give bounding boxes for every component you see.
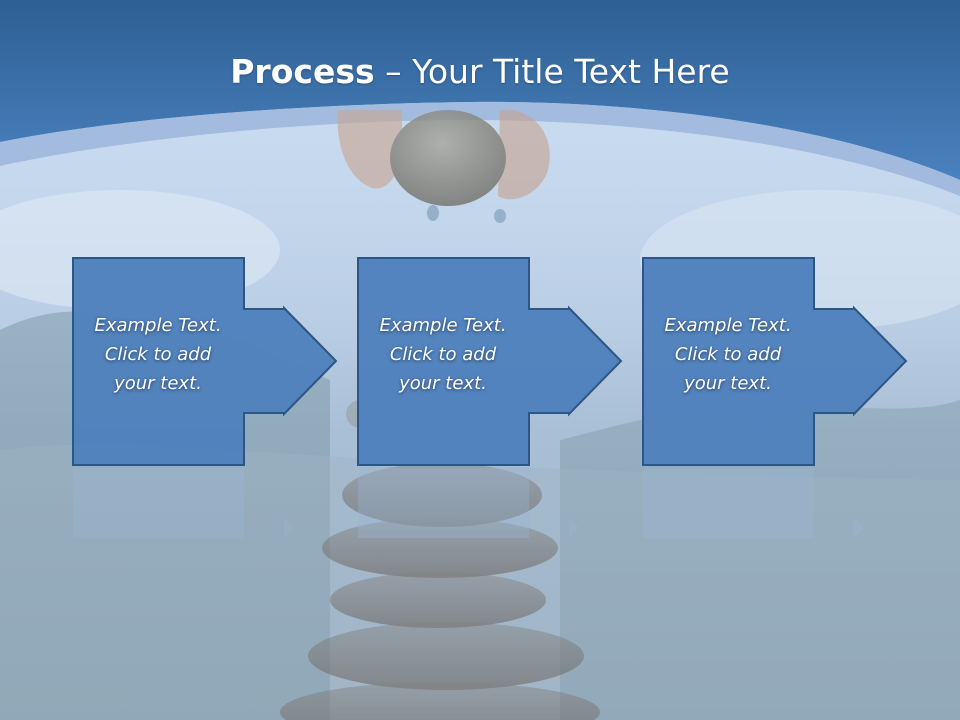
step-2-line-1: Example Text. <box>379 315 507 336</box>
step-3-line-3: your text. <box>684 373 772 394</box>
step-1-reflection <box>72 468 332 538</box>
step-arrow-shape <box>357 257 623 466</box>
title-bold-part: Process <box>230 52 375 91</box>
step-3-reflection <box>642 468 902 538</box>
stone-stack-image <box>280 400 600 720</box>
process-step-3[interactable]: Example Text. Click to add your text. <box>642 257 908 467</box>
step-3-line-1: Example Text. <box>664 315 792 336</box>
step-arrow-shape <box>72 257 338 466</box>
step-1-line-1: Example Text. <box>94 315 222 336</box>
step-1-text[interactable]: Example Text. Click to add your text. <box>72 311 244 398</box>
step-3-text[interactable]: Example Text. Click to add your text. <box>642 311 814 398</box>
hand-holding-stone-image <box>337 110 550 223</box>
step-3-line-2: Click to add <box>674 344 782 365</box>
step-2-line-3: your text. <box>399 373 487 394</box>
step-2-reflection <box>357 468 617 538</box>
step-2-line-2: Click to add <box>389 344 497 365</box>
step-2-text[interactable]: Example Text. Click to add your text. <box>357 311 529 398</box>
process-step-1[interactable]: Example Text. Click to add your text. <box>72 257 338 467</box>
step-1-line-3: your text. <box>114 373 202 394</box>
title-rest-part: – Your Title Text Here <box>374 52 730 91</box>
step-1-line-2: Click to add <box>104 344 212 365</box>
process-step-2[interactable]: Example Text. Click to add your text. <box>357 257 623 467</box>
step-arrow-shape <box>642 257 908 466</box>
slide-title: Process – Your Title Text Here <box>0 52 960 91</box>
